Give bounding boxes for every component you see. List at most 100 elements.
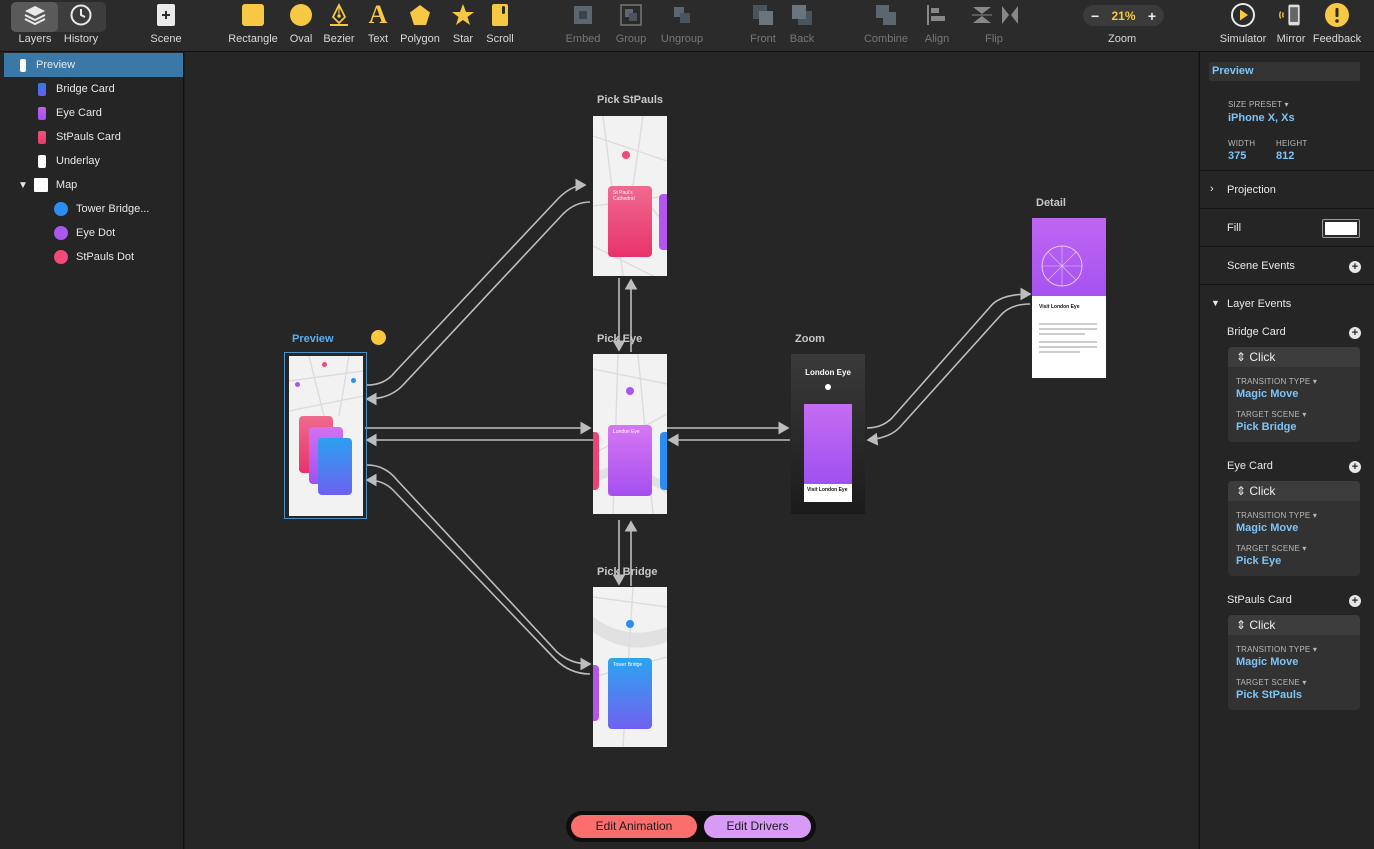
oval-icon — [288, 2, 314, 28]
scroll-tool[interactable]: Scroll — [484, 2, 516, 50]
layer-label: Eye Card — [56, 107, 102, 119]
target-scene-label[interactable]: TARGET SCENE ▾ — [1236, 678, 1307, 687]
layer-item-eye-dot[interactable]: Eye Dot — [4, 221, 183, 245]
add-event-icon[interactable]: + — [1349, 327, 1361, 339]
scene-name-field[interactable]: Preview — [1209, 62, 1360, 81]
layers-button[interactable]: Layers — [16, 2, 54, 50]
layer-item-eye-card[interactable]: Eye Card — [4, 101, 183, 125]
edit-animation-button[interactable]: Edit Animation — [571, 815, 697, 838]
zoom-card[interactable]: Visit London Eye — [804, 404, 852, 502]
target-scene-value[interactable]: Pick Bridge — [1236, 421, 1297, 433]
feedback-button[interactable]: Feedback — [1312, 2, 1362, 50]
layer-item-tower-bridge-dot[interactable]: Tower Bridge... — [4, 197, 183, 221]
text-tool[interactable]: A Text — [364, 2, 392, 50]
scene-label-pick-bridge: Pick Bridge — [597, 566, 658, 578]
group-button[interactable]: Group — [614, 2, 648, 50]
target-scene-label[interactable]: TARGET SCENE ▾ — [1236, 544, 1307, 553]
width-value[interactable]: 375 — [1228, 150, 1247, 162]
scene-label-pick-stpauls: Pick StPauls — [597, 94, 664, 106]
updown-icon: ⇕ — [1236, 618, 1250, 632]
oval-label: Oval — [289, 33, 313, 45]
front-button[interactable]: Front — [746, 2, 780, 50]
scene-detail[interactable]: Visit London Eye — [1032, 218, 1106, 378]
scene-preview[interactable] — [289, 356, 363, 516]
add-scene-event-icon[interactable]: + — [1349, 261, 1361, 273]
add-event-icon[interactable]: + — [1349, 595, 1361, 607]
fill-color-well[interactable] — [1322, 219, 1360, 238]
oval-tool[interactable]: Oval — [287, 2, 315, 50]
polygon-label: Polygon — [400, 33, 440, 45]
projection-section[interactable]: Projection — [1227, 184, 1276, 196]
scene-zoom[interactable]: London Eye Visit London Eye — [791, 354, 865, 514]
layer-item-stpauls-card[interactable]: StPauls Card — [4, 125, 183, 149]
zoom-out-button[interactable]: − — [1091, 7, 1100, 24]
layer-item-bridge-card[interactable]: Bridge Card — [4, 77, 183, 101]
size-preset-value[interactable]: iPhone X, Xs — [1228, 112, 1295, 124]
clock-icon — [68, 2, 94, 28]
layer-label: StPauls Card — [56, 131, 121, 143]
layer-item-preview[interactable]: Preview — [4, 53, 183, 77]
transition-type-label[interactable]: TRANSITION TYPE ▾ — [1236, 511, 1318, 520]
polygon-tool[interactable]: Polygon — [398, 2, 442, 50]
add-scene-icon — [153, 2, 179, 28]
trigger-select[interactable]: ⇕ Click — [1228, 481, 1360, 501]
projection-chevron-icon[interactable]: › — [1210, 183, 1214, 195]
transition-type-value[interactable]: Magic Move — [1236, 388, 1299, 400]
layer-item-stpauls-dot[interactable]: StPauls Dot — [4, 245, 183, 269]
scene-pick-bridge[interactable]: Tower Bridge — [593, 587, 667, 747]
add-event-icon[interactable]: + — [1349, 461, 1361, 473]
eye-dot[interactable] — [626, 387, 634, 395]
flip-button[interactable]: Flip — [968, 2, 1020, 50]
eye-card-peek — [659, 194, 667, 250]
trigger-select[interactable]: ⇕ Click — [1228, 615, 1360, 635]
transition-type-value[interactable]: Magic Move — [1236, 522, 1299, 534]
history-button[interactable]: History — [61, 2, 101, 50]
connector-stpauls-preview — [365, 201, 591, 406]
layer-item-map[interactable]: ▼ Map — [4, 173, 183, 197]
transition-connectors — [365, 178, 1032, 675]
layer-events-chevron-icon[interactable]: ▼ — [1211, 298, 1220, 308]
target-scene-label[interactable]: TARGET SCENE ▾ — [1236, 410, 1307, 419]
stpauls-dot[interactable] — [622, 151, 630, 159]
stpauls-card[interactable]: St Paul's Cathedral — [608, 186, 652, 257]
transition-type-label[interactable]: TRANSITION TYPE ▾ — [1236, 645, 1318, 654]
toolbar: Layers History Scene Rectangle Oval Bezi… — [0, 0, 1374, 52]
target-scene-value[interactable]: Pick Eye — [1236, 555, 1282, 567]
layer-item-underlay[interactable]: Underlay — [4, 149, 183, 173]
align-button[interactable]: Align — [920, 2, 954, 50]
tower-bridge-dot[interactable] — [626, 620, 634, 628]
layer-events-label[interactable]: Layer Events — [1227, 298, 1292, 310]
layer-label: StPauls Dot — [76, 251, 135, 263]
edit-drivers-button[interactable]: Edit Drivers — [704, 815, 811, 838]
star-tool[interactable]: Star — [449, 2, 477, 50]
target-scene-value[interactable]: Pick StPauls — [1236, 689, 1303, 701]
scene-button[interactable]: Scene — [148, 2, 184, 50]
simulator-button[interactable]: Simulator — [1217, 2, 1269, 50]
height-label: HEIGHT — [1276, 139, 1308, 148]
disclosure-triangle-icon[interactable]: ▼ — [18, 179, 28, 191]
canvas[interactable]: Pick StPauls St Paul's Cathedral Preview… — [185, 52, 1198, 849]
rectangle-tool[interactable]: Rectangle — [227, 2, 279, 50]
oval-swatch-icon — [54, 250, 68, 264]
combine-button[interactable]: Combine — [861, 2, 911, 50]
ungroup-button[interactable]: Ungroup — [658, 2, 706, 50]
transition-type-label[interactable]: TRANSITION TYPE ▾ — [1236, 377, 1318, 386]
height-value[interactable]: 812 — [1276, 150, 1295, 162]
trigger-select[interactable]: ⇕ Click — [1228, 347, 1360, 367]
bridge-card[interactable]: Tower Bridge — [608, 658, 652, 729]
connector-bridge-preview — [365, 473, 591, 675]
size-preset-label[interactable]: SIZE PRESET ▾ — [1228, 100, 1289, 109]
zoom-in-button[interactable]: + — [1147, 7, 1156, 24]
event-layer-stpauls-card: StPauls Card — [1227, 594, 1292, 606]
mirror-button[interactable]: Mirror — [1274, 2, 1308, 50]
event-card-bridge: ⇕ Click TRANSITION TYPE ▾ Magic Move TAR… — [1228, 347, 1360, 442]
transition-type-value[interactable]: Magic Move — [1236, 656, 1299, 668]
connector-detail-zoom — [866, 303, 1031, 446]
scene-pick-stpauls[interactable]: St Paul's Cathedral — [593, 116, 667, 276]
eye-card[interactable]: London Eye — [608, 425, 652, 496]
bezier-tool[interactable]: Bezier — [322, 2, 356, 50]
back-button[interactable]: Back — [786, 2, 818, 50]
scene-pick-eye[interactable]: London Eye — [593, 354, 667, 514]
layer-label: Underlay — [56, 155, 101, 167]
embed-button[interactable]: Embed — [564, 2, 602, 50]
